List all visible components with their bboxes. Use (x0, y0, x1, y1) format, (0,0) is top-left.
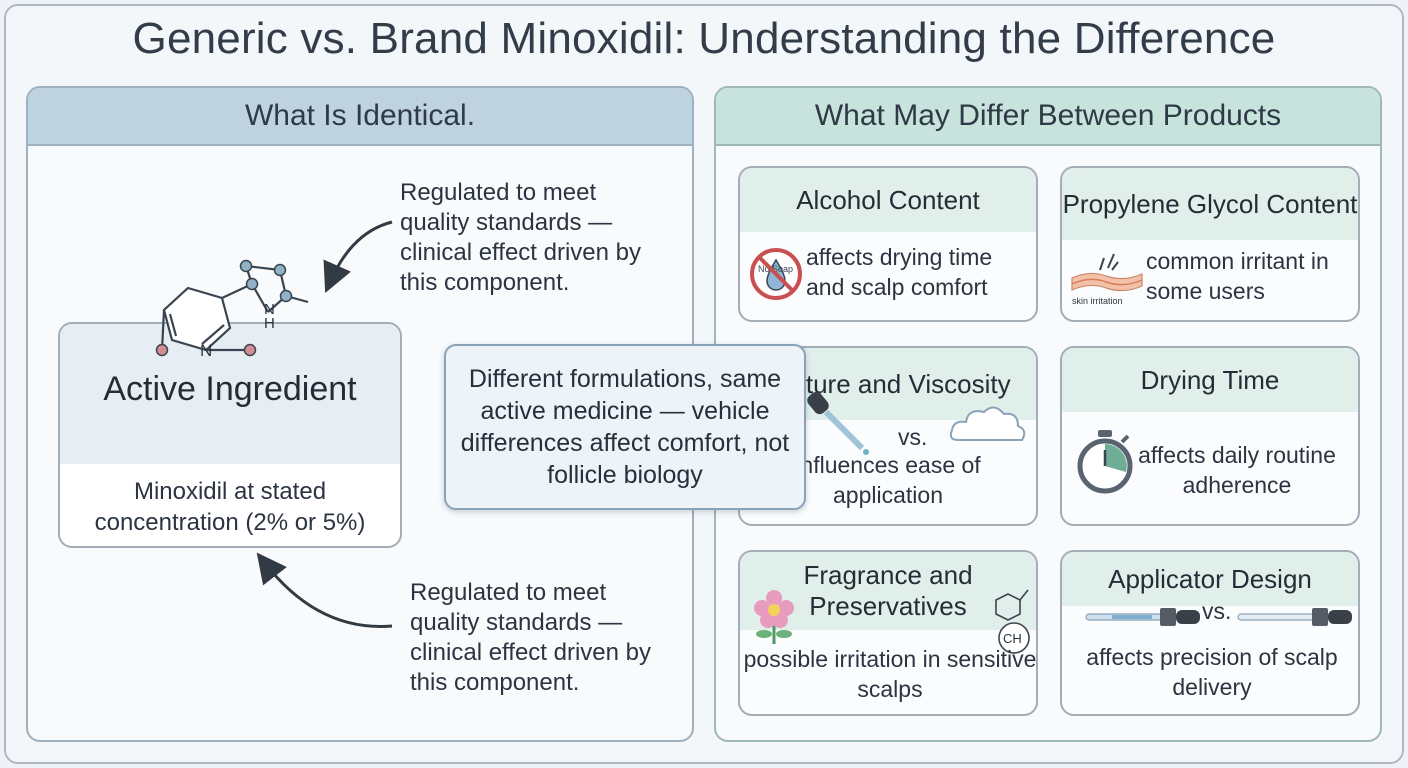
card-title: Propylene Glycol Content (1062, 168, 1358, 240)
vs-label: vs. (898, 424, 928, 450)
card-alcohol-content: Alcohol Content No Soap affects drying t… (738, 166, 1038, 322)
card-drying-time: Drying Time affects daily routine adhere… (1060, 346, 1360, 526)
svg-text:skin irritation: skin irritation (1072, 296, 1123, 306)
card-propylene-glycol: Propylene Glycol Content skin irritation… (1060, 166, 1360, 322)
preservative-molecule-icon: CH (995, 589, 1030, 654)
card-title: Drying Time (1062, 348, 1358, 412)
identical-note-top: Regulated to meet quality standards — cl… (400, 179, 642, 296)
card-title: Alcohol Content (740, 168, 1036, 232)
vs-label: vs. (1202, 598, 1232, 624)
svg-text:No Soap: No Soap (758, 264, 793, 274)
card-applicator-design: Applicator Design vs. affects precision … (1060, 550, 1360, 716)
active-ingredient-description: Minoxidil at stated concentration (2% or… (94, 478, 366, 536)
identical-note-bottom: Regulated to meet quality standards — cl… (410, 579, 652, 696)
card-title: Fragrance and Preservatives (740, 552, 1036, 630)
foam-icon (949, 406, 1026, 441)
svg-text:CH: CH (1003, 631, 1022, 646)
active-ingredient-title: Active Ingredient (103, 370, 357, 408)
svg-text:N: N (200, 341, 212, 360)
identical-panel-heading: What Is Identical. (28, 88, 692, 146)
minoxidil-molecule-icon: N H N (155, 259, 309, 360)
active-ingredient-header: Active Ingredient (60, 324, 400, 464)
skin-irritation-icon: skin irritation (1071, 253, 1143, 306)
card-description: common irritant in some users (1146, 248, 1329, 304)
dropper-right-icon (1237, 608, 1352, 626)
no-alcohol-icon: No Soap (750, 248, 802, 300)
active-ingredient-box: Active Ingredient Minoxidil at stated co… (58, 322, 402, 548)
card-description: affects daily routine adherence (1138, 442, 1336, 498)
stopwatch-icon (1077, 430, 1133, 494)
card-title: Applicator Design (1062, 552, 1358, 606)
card-description: affects precision of scalp delivery (1086, 644, 1338, 700)
svg-text:N: N (264, 301, 275, 318)
card-fragrance-preservatives: Fragrance and Preservatives CH possible … (738, 550, 1038, 716)
flower-icon (754, 590, 794, 644)
center-callout: Different formulations, same active medi… (444, 344, 806, 510)
dropper-icon (807, 391, 869, 455)
page-title: Generic vs. Brand Minoxidil: Understandi… (132, 14, 1276, 63)
svg-text:H: H (264, 315, 275, 332)
differences-panel-heading: What May Differ Between Products (716, 88, 1380, 146)
card-description: influences ease of application (795, 452, 981, 508)
card-description: possible irritation in sensitive scalps (743, 646, 1037, 702)
card-description: affects drying time and scalp comfort (806, 244, 993, 300)
dropper-left-icon (1085, 608, 1200, 626)
